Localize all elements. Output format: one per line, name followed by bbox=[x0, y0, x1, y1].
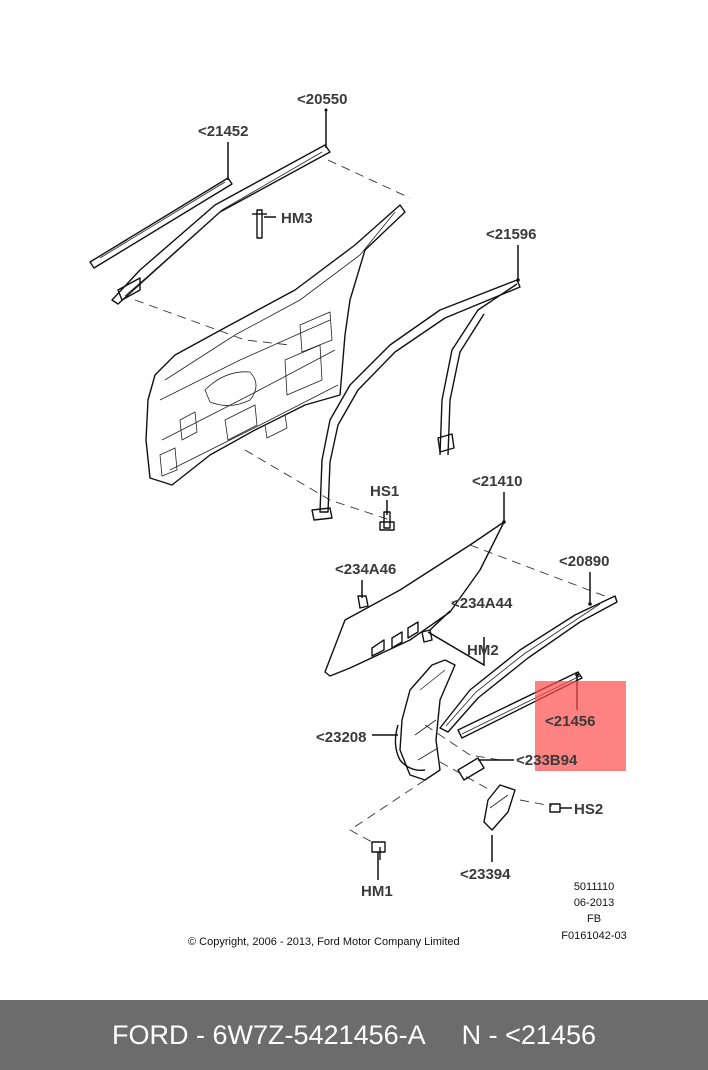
callout-20550: <20550 bbox=[297, 91, 347, 108]
molding-20890-part bbox=[439, 595, 618, 733]
callout-23394: <23394 bbox=[460, 866, 511, 883]
callout-21452: <21452 bbox=[198, 123, 248, 140]
screw-hm3-part bbox=[252, 209, 267, 239]
part-number-footer: FORD - 6W7Z-5421456-A N - <21456 bbox=[0, 1000, 708, 1070]
callout-hm3: HM3 bbox=[281, 210, 313, 227]
stamp-line-1: 5011110 bbox=[574, 881, 614, 893]
bolt-hm1-part bbox=[371, 841, 386, 860]
highlight-box bbox=[535, 681, 626, 771]
door-inner-panel-part bbox=[145, 204, 406, 486]
alignment-lines bbox=[134, 159, 611, 843]
run-channel-21452-part bbox=[89, 177, 233, 269]
bolt-hs2-part bbox=[549, 803, 561, 813]
stamp-line-4: F0161042-03 bbox=[561, 930, 626, 942]
callout-21456: <21456 bbox=[545, 713, 595, 730]
bracket-233b94-part bbox=[457, 757, 485, 781]
callout-hs2: HS2 bbox=[574, 801, 603, 818]
regulator-23208-part bbox=[394, 659, 456, 781]
clip-234a46-part bbox=[357, 595, 369, 609]
copyright-text: © Copyright, 2006 - 2013, Ford Motor Com… bbox=[188, 936, 460, 948]
stamp-line-2: 06-2013 bbox=[574, 897, 614, 909]
stamp-line-3: FB bbox=[587, 913, 601, 925]
run-channel-21596-part bbox=[311, 279, 521, 521]
callout-233b94: <233B94 bbox=[516, 752, 578, 769]
callout-21410: <21410 bbox=[472, 473, 522, 490]
callout-hm1: HM1 bbox=[361, 883, 393, 900]
clip-234a44-part bbox=[421, 629, 433, 643]
exploded-parts-diagram: <20550 <21452 HM3 <21596 HS1 <21410 <234… bbox=[89, 91, 627, 948]
callout-23208: <23208 bbox=[316, 729, 366, 746]
callout-234a46: <234A46 bbox=[335, 561, 396, 578]
molding-20550-part bbox=[111, 144, 331, 305]
callout-20890: <20890 bbox=[559, 553, 609, 570]
callout-hm2: HM2 bbox=[467, 642, 499, 659]
leader-lines bbox=[227, 108, 592, 880]
callout-234a44: <234A44 bbox=[451, 595, 513, 612]
motor-23394-part bbox=[483, 784, 516, 831]
window-glass-21410-part bbox=[324, 521, 505, 677]
callout-hs1: HS1 bbox=[370, 483, 399, 500]
callout-21596: <21596 bbox=[486, 226, 536, 243]
bolt-hs1-part bbox=[379, 511, 395, 531]
footer-part-number-text: FORD - 6W7Z-5421456-A N - <21456 bbox=[112, 1020, 596, 1050]
